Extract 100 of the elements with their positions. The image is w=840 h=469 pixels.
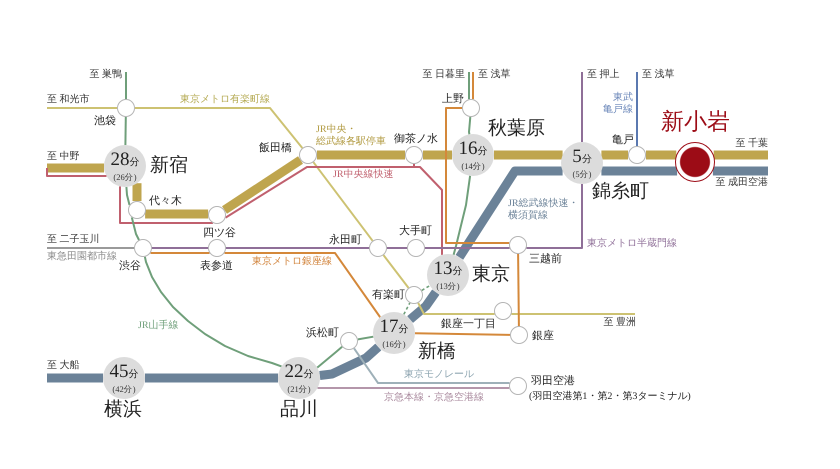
travel-time-note: (5分) [572,169,592,179]
rail-line [47,247,134,249]
rail-line [119,186,213,224]
rail-line [581,72,583,142]
rail-line [150,252,210,254]
rail-line [145,374,278,382]
rail-line [317,150,405,160]
rail-line [646,150,676,160]
line-name: JR総武線快速・横須賀線 [508,198,579,222]
station-name: 新橋 [418,341,456,363]
station-name: 横浜 [104,399,142,421]
travel-time-note: (26分) [113,172,137,182]
station-name: 品川 [280,399,318,421]
line-name: 東京メトロ有楽町線 [180,94,270,106]
travel-time: 17分 [380,317,408,339]
rail-line [472,72,474,100]
rail-line [526,184,583,249]
station-name: 大手町 [399,225,432,238]
rail-line [636,72,638,146]
rail-line [468,116,472,134]
rail-line [225,164,415,218]
rail-line [152,247,208,249]
rail-line [318,387,510,389]
rail-line [423,150,452,160]
rail-line [417,302,494,315]
rail-line [414,332,510,336]
station-name: 浜松町 [306,327,339,340]
direction-label: 至 豊洲 [604,317,636,329]
travel-time: 28分 [110,150,140,172]
station-name: 羽田空港 [531,375,575,388]
station-name: 渋谷 [119,260,141,273]
direction-label: 至 大船 [47,360,80,372]
rail-line [468,72,470,100]
rail-line [47,164,104,172]
rail-line [714,150,768,160]
direction-label: 至 成田空港 [716,177,768,189]
rail-line [144,256,282,368]
rail-line [421,284,430,292]
rail-line [222,156,303,214]
travel-time-note: (14分) [461,161,485,171]
rail-line [425,247,510,249]
direction-label: 至 押上 [587,69,620,81]
direction-label: 至 中野 [47,151,80,163]
direction-label: 至 二子玉川 [47,234,100,246]
rail-line [132,183,142,201]
rail-line [517,254,520,326]
direction-label: 至 巣鴨 [90,69,122,81]
line-name: 東京モノレール [404,369,474,381]
station-name: 新小岩 [661,109,730,136]
station-name: 秋葉原 [488,118,545,140]
station-name: 銀座一丁目 [441,318,496,331]
rail-line [456,166,563,260]
station-name: 東京 [472,264,510,286]
rail-line [413,164,443,255]
rail-line [226,247,369,249]
rail-line [601,166,678,176]
direction-label: 至 浅草 [642,69,674,81]
travel-time-note: (13分) [436,281,460,291]
rail-line [125,186,130,206]
rail-line [452,176,472,256]
rail-line [47,107,117,109]
rail-line [46,168,106,177]
line-name: 東京メトロ銀座線 [252,256,332,268]
station-name: 亀戸 [612,134,634,147]
station-name: 代々木 [149,195,182,208]
rail-line [712,166,768,176]
rail-line [224,252,381,318]
station-name: 表参道 [200,260,233,273]
travel-time: 22分 [284,362,314,384]
rail-line [407,290,440,323]
line-name: 東武亀戸線 [603,92,633,116]
travel-time: 16分 [458,139,488,161]
station-name: 永田町 [329,234,362,247]
station-name: 錦糸町 [592,181,649,203]
travel-time: 5分 [572,147,592,169]
rail-line [319,344,382,380]
rail-line [512,313,635,315]
travel-time: 45分 [110,362,138,384]
direction-label: 至 日暮里 [422,69,465,81]
rail-line [353,348,510,384]
rail-line [135,107,304,149]
station-name: 御茶ノ水 [394,133,438,146]
travel-time-note: (21分) [287,384,311,394]
rail-line [494,150,563,160]
rail-line [125,72,127,99]
station-name: 有楽町 [372,289,405,302]
rail-line [130,217,140,240]
direction-label: 至 千葉 [736,138,768,150]
station-name: 上野 [442,93,464,106]
line-name: JR中央線快速 [333,169,394,181]
direction-label: 至 浅草 [478,69,510,81]
rail-line [601,150,628,160]
travel-time: 13分 [434,259,462,281]
rail-line [358,336,374,340]
line-name: 東急田園都市線 [47,251,117,263]
rail-line [47,374,103,382]
line-name: 東京メトロ半蔵門線 [587,238,677,250]
rail-line [403,302,410,315]
station-name: 四ツ谷 [203,227,236,240]
travel-time-note: (42分) [112,384,136,394]
